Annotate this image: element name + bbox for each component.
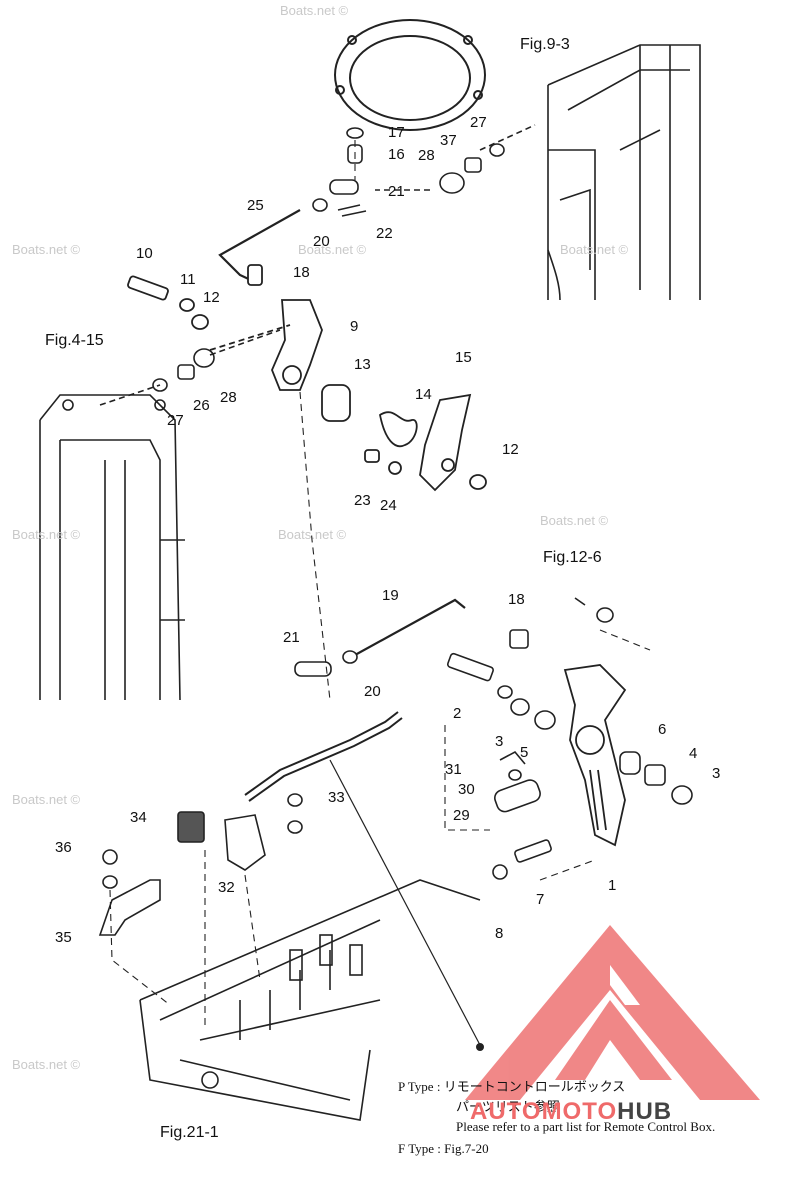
part-number: 7: [536, 891, 545, 908]
part-number: 35: [55, 929, 72, 946]
part-number: 28: [220, 389, 237, 406]
p-type-label: P Type :: [398, 1079, 444, 1094]
watermark: Boats.net ©: [12, 1057, 81, 1072]
part-number: 26: [193, 397, 210, 414]
p-type-jp-1: リモートコントロールボックス: [443, 1079, 626, 1094]
part-number: 12: [203, 289, 220, 306]
part-number: 10: [136, 245, 153, 262]
part-number: 16: [388, 146, 405, 163]
part-number: 3: [712, 765, 721, 782]
logo-text-hub: HUB: [617, 1098, 673, 1125]
p-type-jp-line-2: パーツリスト参照: [456, 1099, 560, 1114]
watermark: Boats.net ©: [560, 242, 629, 257]
rod-19: [354, 598, 466, 656]
part-number: 2: [453, 705, 462, 722]
part-number: 14: [415, 386, 432, 403]
part-number: 30: [458, 781, 475, 798]
part-number: 19: [382, 587, 399, 604]
part-number: 13: [354, 356, 371, 373]
p-type-note: P Type : リモートコントロールボックス: [398, 1080, 625, 1093]
logo-text-moto: MOTO: [541, 1098, 618, 1125]
part-number: 33: [328, 789, 345, 806]
part-number: 24: [380, 497, 397, 514]
part-number: 22: [376, 225, 393, 242]
part-number: 31: [445, 761, 462, 778]
watermark: Boats.net ©: [280, 3, 349, 18]
figure-ref: Fig.12-6: [543, 549, 602, 566]
logo-text-auto: AUTO: [470, 1098, 542, 1125]
part-number: 28: [418, 147, 435, 164]
watermark: Boats.net ©: [278, 527, 347, 542]
part-number: 36: [55, 839, 72, 856]
figure-ref: Fig.4-15: [45, 332, 104, 349]
watermark: Boats.net ©: [12, 242, 81, 257]
watermark: Boats.net ©: [298, 242, 367, 257]
part-number: 4: [689, 745, 698, 762]
figure-ref: Fig.21-1: [160, 1124, 219, 1141]
control-cable: [244, 711, 484, 1051]
bracket-1: [563, 664, 627, 847]
part-number: 32: [218, 879, 235, 896]
part-number: 18: [293, 264, 310, 281]
lever-9: [127, 264, 323, 391]
part-number: 29: [453, 807, 470, 824]
cable-brackets: [98, 793, 303, 936]
part-number: 3: [495, 733, 504, 750]
part-number: 9: [350, 318, 359, 335]
part-number: 18: [508, 591, 525, 608]
part-number: 15: [455, 349, 472, 366]
part-number: 34: [130, 809, 147, 826]
engine-panel-upper: [547, 44, 701, 301]
part-number: 37: [440, 132, 457, 149]
part-number: 1: [608, 877, 617, 894]
part-number: 23: [354, 492, 371, 509]
part-number: 17: [388, 124, 405, 141]
left-small-parts: [99, 329, 281, 406]
watermark: Boats.net ©: [540, 513, 609, 528]
engine-block-lower: [139, 879, 481, 1121]
f-type-note: F Type : Fig.7-20: [398, 1141, 489, 1156]
part-number: 8: [495, 925, 504, 942]
part-number: 21: [388, 183, 405, 200]
p-type-en-line: Please refer to a part list for Remote C…: [456, 1119, 716, 1134]
part-number: 5: [520, 744, 529, 761]
part-number: 27: [167, 412, 184, 429]
part-number: 27: [470, 114, 487, 131]
watermark: Boats.net ©: [12, 527, 81, 542]
part-number: 21: [283, 629, 300, 646]
sleeve-spring-lever: [321, 384, 487, 492]
gasket-ring: [334, 19, 486, 131]
part-number: 20: [364, 683, 381, 700]
lower-small-parts: [294, 597, 693, 880]
automotohub-logo-text: AUTOMOTOHUB: [470, 1098, 672, 1126]
automotohub-logo-triangle: [465, 925, 760, 1100]
watermark: Boats.net ©: [12, 792, 81, 807]
part-number: 11: [180, 271, 196, 288]
part-number: 25: [247, 197, 264, 214]
part-number: 20: [313, 233, 330, 250]
engine-panel-left: [39, 394, 185, 701]
part-number: 12: [502, 441, 519, 458]
upper-small-parts: [312, 124, 536, 217]
leader-lines: [109, 140, 651, 1030]
part-number: 6: [658, 721, 667, 738]
figure-ref: Fig.9-3: [520, 36, 570, 53]
